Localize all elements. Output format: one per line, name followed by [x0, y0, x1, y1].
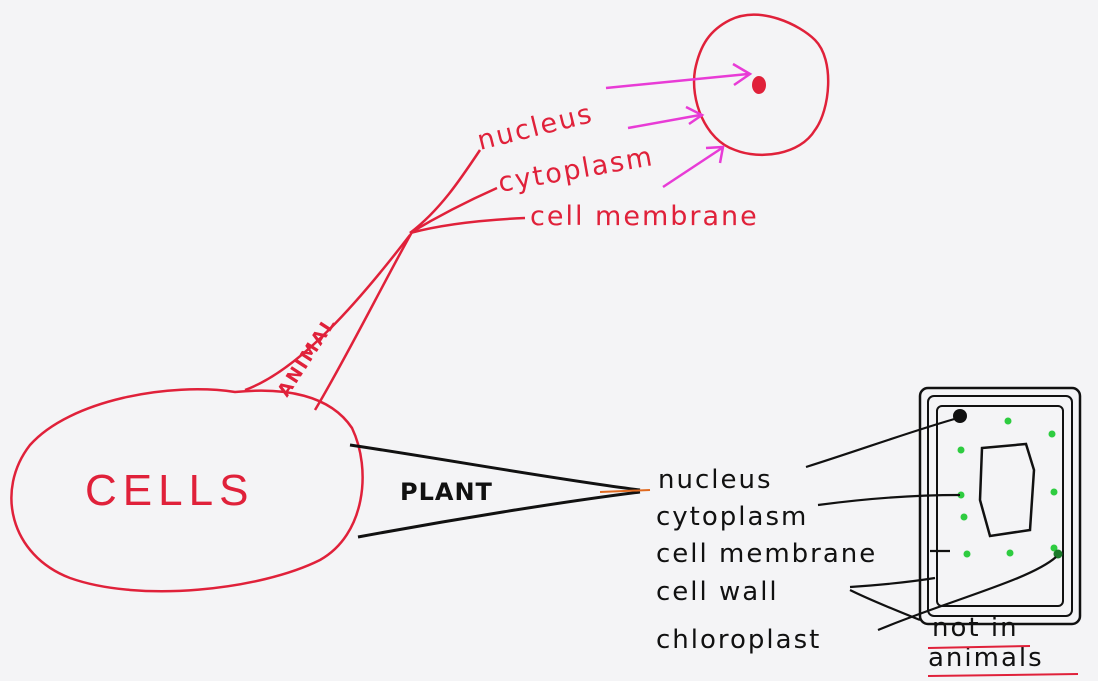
chloroplast-dot	[964, 551, 971, 558]
plant-nucleus-dot	[953, 409, 967, 423]
plant-part-cytoplasm: cytoplasm	[656, 502, 808, 532]
plant-cell-wall-middle	[928, 396, 1072, 616]
plant-part-cell-membrane: cell membrane	[656, 539, 877, 569]
pointer-cytoplasm	[818, 495, 960, 505]
plant-vacuole	[980, 444, 1034, 536]
plant-part-cell-wall: cell wall	[656, 577, 779, 607]
animal-nucleus-dot	[752, 76, 766, 94]
plant-cell-membrane	[937, 406, 1063, 606]
plant-branch-line-upper	[350, 445, 640, 490]
chloroplast-dot	[958, 447, 965, 454]
animal-part-cell-membrane: cell membrane	[530, 201, 759, 232]
bracket-not-in-animals	[850, 590, 920, 620]
arrow-to-nucleus	[606, 74, 748, 88]
animal-sub-branch-cytoplasm	[410, 188, 497, 233]
plant-part-chloroplast: chloroplast	[656, 625, 821, 655]
chloroplast-dot	[961, 514, 968, 521]
chloroplast-dot	[1049, 431, 1056, 438]
animal-part-nucleus: nucleus	[474, 98, 596, 157]
pointer-nucleus	[806, 418, 958, 467]
chloroplasts	[958, 418, 1058, 558]
note-underline-2	[928, 674, 1078, 676]
plant-branch-tip	[600, 490, 650, 492]
note-line1: not in	[932, 613, 1019, 643]
plant-branch-label: PLANT	[400, 478, 493, 506]
plant-part-nucleus: nucleus	[658, 465, 773, 495]
cells-label: CELLS	[85, 466, 254, 515]
plant-pointers	[806, 418, 1056, 630]
pointer-cell-wall	[850, 578, 935, 587]
animal-part-cytoplasm: cytoplasm	[496, 141, 656, 199]
chloroplast-dot	[1005, 418, 1012, 425]
animal-sub-branch-nucleus	[410, 150, 480, 233]
arrow-to-membrane	[663, 148, 722, 187]
arrow-to-cytoplasm	[628, 115, 700, 128]
animal-branch-label: ANIMAL	[274, 313, 341, 401]
animal-sub-branch-membrane	[410, 218, 525, 233]
chloroplast-dot	[1051, 489, 1058, 496]
chloroplast-dot	[1007, 550, 1014, 557]
plant-cell-wall-outer	[920, 388, 1080, 624]
animal-branch-line-upper	[245, 235, 410, 390]
